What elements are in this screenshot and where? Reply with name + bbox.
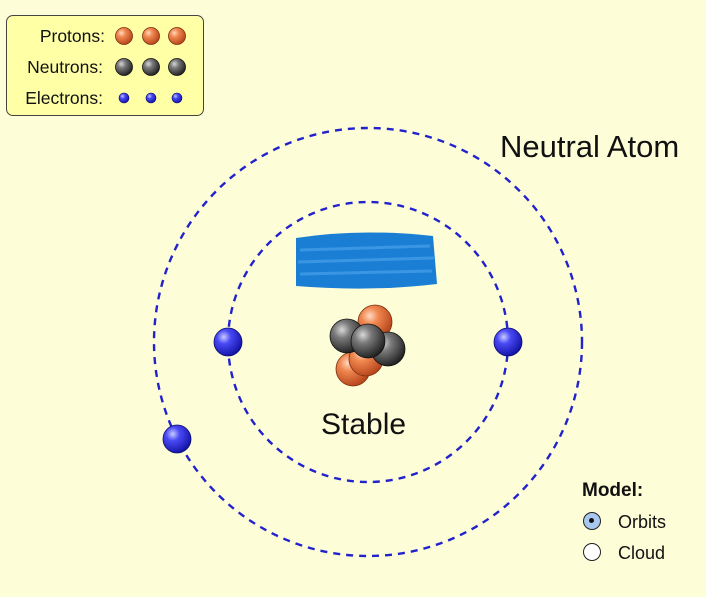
atom-charge-label: Neutral Atom [500, 129, 680, 164]
legend-row-electrons: Electrons: [7, 86, 205, 110]
atom-stability-label: Stable [321, 408, 407, 441]
radio-dot-icon [589, 518, 594, 523]
electron-sphere-icon [145, 92, 157, 104]
model-heading: Model: [582, 480, 644, 501]
outer-orbit [152, 126, 584, 558]
model-option-cloud[interactable]: Cloud [582, 542, 692, 566]
particle-legend: Protons: Neutrons: Electrons: [6, 15, 204, 116]
electron-count-icons [118, 92, 183, 104]
electron-sphere-icon [118, 92, 130, 104]
protons-label: Protons: [39, 26, 105, 46]
neutrons-label: Neutrons: [27, 57, 103, 77]
neutron-sphere-icon [168, 58, 186, 76]
electron-sphere-icon[interactable] [162, 424, 192, 454]
radio-button-selected[interactable] [583, 512, 601, 530]
redaction-scribble [296, 232, 437, 289]
electron-sphere-icon [171, 92, 183, 104]
neutron-sphere-icon [142, 58, 160, 76]
proton-sphere-icon [168, 27, 186, 45]
model-option-label[interactable]: Orbits [618, 512, 667, 532]
proton-sphere-icon [115, 27, 133, 45]
proton-sphere-icon [142, 27, 160, 45]
nucleus [329, 304, 406, 387]
neutron-sphere-icon [115, 58, 133, 76]
model-selector: Model: Orbits Cloud [582, 479, 692, 579]
neutron-count-icons [115, 58, 186, 76]
neutron-sphere-icon [350, 323, 386, 359]
radio-button[interactable] [583, 543, 601, 561]
proton-count-icons [115, 27, 186, 45]
model-option-orbits[interactable]: Orbits [582, 511, 692, 535]
legend-row-neutrons: Neutrons: [7, 55, 205, 79]
electron-sphere-icon[interactable] [213, 327, 243, 357]
electron-sphere-icon[interactable] [493, 327, 523, 357]
electrons-label: Electrons: [25, 88, 103, 108]
model-option-label[interactable]: Cloud [618, 543, 666, 563]
legend-row-protons: Protons: [7, 24, 205, 48]
